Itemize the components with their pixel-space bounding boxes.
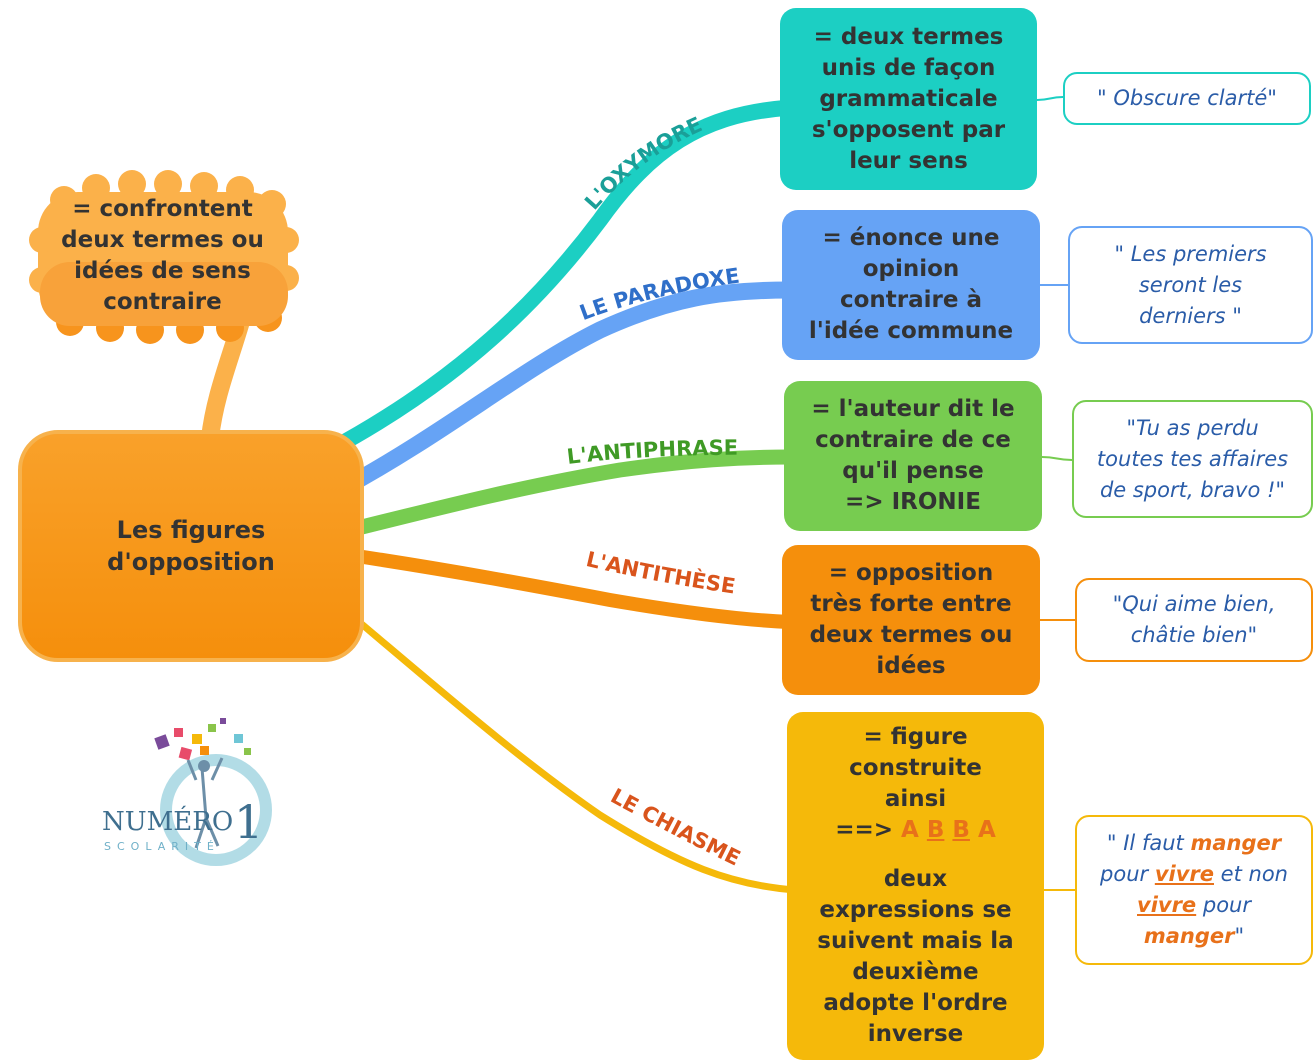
chiasme-example-text: pour (1100, 862, 1155, 886)
chiasme-example-word: manger (1143, 924, 1235, 948)
antiphrase-def-line: qu'il pense (842, 458, 984, 484)
chiasme-example-line-1: " Il faut manger (1100, 828, 1288, 859)
chiasme-example-text: pour (1196, 893, 1251, 917)
chiasme-example-text: " Il faut (1106, 831, 1191, 855)
paradoxe-example[interactable]: " Les premiers seront les derniers " (1068, 226, 1313, 344)
chiasme-example-word: vivre (1137, 893, 1197, 917)
chiasme-def2-line: adopte l'ordre (823, 990, 1008, 1016)
chiasme-def2-line: deux (883, 866, 948, 892)
oxymore-example[interactable]: " Obscure clarté" (1063, 72, 1311, 125)
numero1-logo: NUMÉRO 1 SCOLARITÉ (84, 688, 311, 895)
cloud-shape (29, 170, 299, 344)
chiasme-example-word: vivre (1154, 862, 1214, 886)
antithese-def-line: deux termes ou (809, 622, 1013, 648)
chiasme-example-line-3: vivre pour (1100, 890, 1288, 921)
antiphrase-definition[interactable]: = l'auteur dit le contraire de ce qu'il … (784, 381, 1042, 531)
logo-digit: 1 (234, 795, 263, 849)
antithese-example-line: châtie bien" (1130, 623, 1258, 647)
paradoxe-def-line: l'idée commune (808, 318, 1014, 344)
oxymore-def-line: grammaticale (819, 85, 998, 112)
cloud-definition: = confrontent deux termes ou idées de se… (40, 188, 285, 324)
antiphrase-branch (342, 449, 798, 538)
chiasme-abba-line: ==> A B B A (817, 815, 1013, 846)
abba-letter-a1: A (901, 817, 919, 843)
oxymore-def-line: leur sens (849, 147, 968, 174)
chiasme-def2-line: suivent mais la (817, 928, 1014, 954)
chiasme-def-line: ainsi (884, 786, 947, 812)
antithese-example-line: "Qui aime bien, (1112, 592, 1276, 616)
chiasme-def2-line: expressions se (819, 897, 1012, 923)
chiasme-example[interactable]: " Il faut manger pour vivre et non vivre… (1075, 815, 1313, 965)
chiasme-example-word: manger (1190, 831, 1282, 855)
oxymore-def-line: unis de façon (821, 54, 996, 81)
abba-letter-b1: B (926, 817, 945, 843)
cloud-line-2: deux termes ou (61, 227, 264, 253)
cloud-line-4: contraire (103, 289, 222, 315)
center-title-line-2: d'opposition (107, 548, 275, 576)
paradoxe-example-line: " Les premiers (1114, 241, 1267, 266)
logo-graphic: NUMÉRO 1 SCOLARITÉ (102, 718, 272, 866)
antiphrase-example-line: de sport, bravo !" (1099, 477, 1286, 502)
abba-letter-b2: B (952, 817, 970, 843)
antithese-def-line: = opposition (828, 560, 994, 586)
antithese-example[interactable]: "Qui aime bien, châtie bien" (1075, 578, 1313, 662)
chiasme-def2-line: deuxième (852, 959, 979, 985)
antiphrase-example-connector (1041, 456, 1073, 461)
center-node[interactable]: Les figures d'opposition (18, 430, 364, 662)
abba-prefix: ==> (835, 817, 894, 843)
logo-subtitle: SCOLARITÉ (104, 840, 220, 853)
paradoxe-example-line: derniers " (1139, 303, 1242, 328)
paradoxe-def-line: opinion (862, 256, 960, 282)
oxymore-definition[interactable]: = deux termes unis de façon grammaticale… (780, 8, 1037, 190)
antiphrase-example-line: toutes tes affaires (1096, 446, 1289, 471)
paradoxe-example-line: seront les (1138, 272, 1243, 297)
chiasme-example-line-2: pour vivre et non (1100, 859, 1288, 890)
abba-letter-a2: A (977, 817, 996, 843)
chiasme-branch (341, 606, 799, 894)
oxymore-example-connector (1036, 96, 1064, 101)
antiphrase-example[interactable]: "Tu as perdu toutes tes affaires de spor… (1072, 400, 1313, 518)
chiasme-def-line: construite (849, 755, 982, 781)
antiphrase-example-line: "Tu as perdu (1126, 415, 1259, 440)
logo-word: NUMÉRO (102, 805, 233, 837)
antithese-branch (343, 548, 797, 629)
oxymore-def-line: = deux termes (813, 23, 1004, 50)
chiasme-definition[interactable]: = figure construite ainsi ==> A B B A de… (787, 712, 1044, 1060)
chiasme-example-text: " (1234, 924, 1245, 948)
antithese-label: L'ANTITHÈSE (584, 547, 737, 598)
paradoxe-def-line: contraire à (839, 287, 982, 313)
paradoxe-definition[interactable]: = énonce une opinion contraire à l'idée … (782, 210, 1040, 360)
chiasme-def2-line: inverse (867, 1021, 964, 1047)
paradoxe-branch (331, 281, 799, 499)
antiphrase-def-line: => IRONIE (845, 489, 981, 515)
cloud-line-1: = confrontent (72, 196, 253, 222)
antithese-def-line: idées (876, 653, 946, 679)
antithese-definition[interactable]: = opposition très forte entre deux terme… (782, 545, 1040, 695)
antiphrase-def-line: = l'auteur dit le (811, 396, 1015, 422)
oxymore-example-line: " Obscure clarté" (1097, 86, 1277, 110)
antiphrase-def-line: contraire de ce (815, 427, 1011, 453)
chiasme-example-line-4: manger" (1100, 921, 1288, 952)
cloud-line-3: idées de sens (74, 258, 251, 284)
chiasme-def-line: = figure (863, 724, 968, 750)
oxymore-def-line: s'opposent par (811, 116, 1006, 143)
antithese-def-line: très forte entre (810, 591, 1012, 617)
oxymore-branch (322, 100, 793, 458)
chiasme-example-text: et non (1214, 862, 1288, 886)
center-title-line-1: Les figures (116, 516, 266, 544)
paradoxe-def-line: = énonce une (822, 225, 1000, 251)
